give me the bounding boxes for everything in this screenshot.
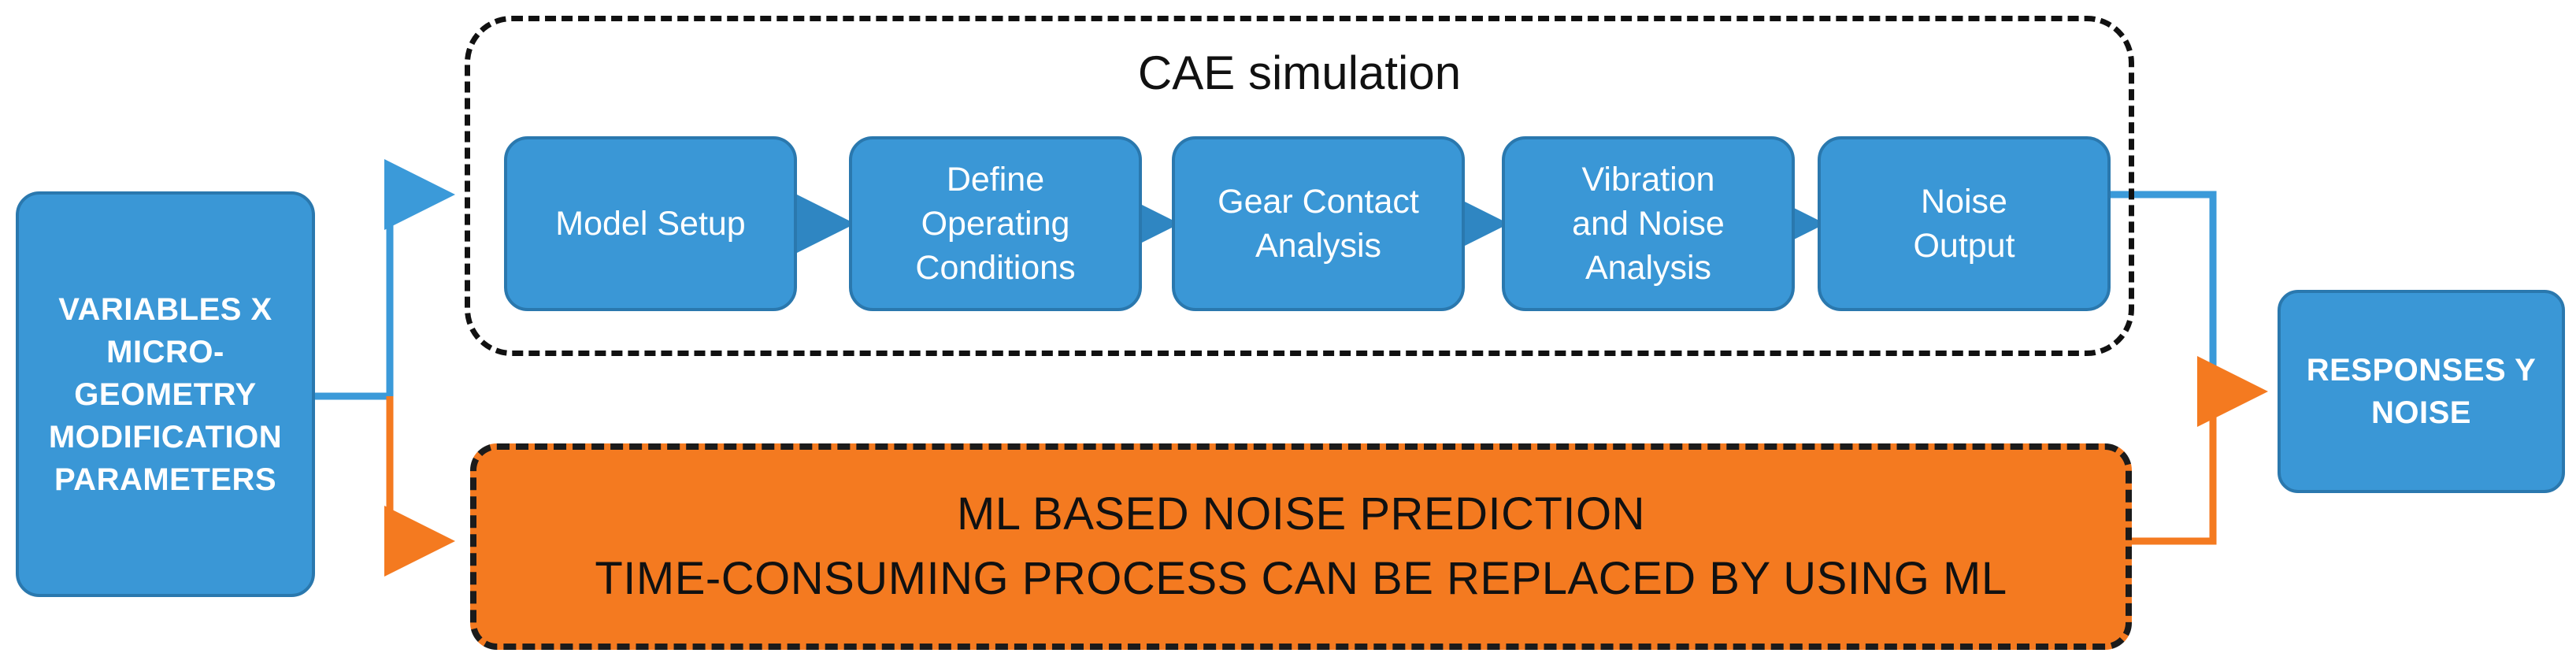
step-label: Output <box>1913 227 2015 265</box>
step-label: Define <box>946 161 1045 198</box>
ml-label: TIME-CONSUMING PROCESS CAN BE REPLACED B… <box>595 553 2007 604</box>
input-line: MICRO- <box>106 334 224 369</box>
connector-input-to-ml <box>384 396 455 577</box>
ml-noise-prediction-box: ML BASED NOISE PREDICTION TIME-CONSUMING… <box>470 443 2132 650</box>
step-label: Conditions <box>915 249 1076 287</box>
step-noise-output: Noise Output <box>1818 136 2111 311</box>
step-label: Model Setup <box>555 205 746 243</box>
input-line: VARIABLES X <box>58 291 272 327</box>
input-line: PARAMETERS <box>54 462 277 497</box>
step-label: Analysis <box>1585 249 1712 287</box>
step-model-setup: Model Setup <box>504 136 797 311</box>
step-label: and Noise <box>1572 205 1725 243</box>
cae-simulation-title: CAE simulation <box>1137 46 1462 99</box>
connector-input-to-cae <box>315 159 455 400</box>
connector-ml-to-output <box>2132 356 2268 545</box>
step-label: Noise <box>1921 183 2007 221</box>
input-variables-box: VARIABLES X MICRO- GEOMETRY MODIFICATION… <box>16 191 315 597</box>
output-line: RESPONSES Y <box>2306 353 2537 388</box>
cae-simulation-group <box>465 16 2134 356</box>
output-line: NOISE <box>2371 395 2471 430</box>
step-label: Analysis <box>1255 227 1382 265</box>
connector-cae-to-output <box>2111 191 2217 391</box>
step-gear-contact-analysis: Gear Contact Analysis <box>1172 136 1465 311</box>
step-vibration-noise-analysis: Vibration and Noise Analysis <box>1502 136 1795 311</box>
step-label: Operating <box>921 205 1070 243</box>
input-line: MODIFICATION <box>48 419 283 454</box>
step-label: Gear Contact <box>1218 183 1419 221</box>
input-line: GEOMETRY <box>74 377 257 412</box>
ml-label: ML BASED NOISE PREDICTION <box>956 488 1646 540</box>
step-label: Vibration <box>1581 161 1715 198</box>
step-define-operating-conditions: Define Operating Conditions <box>849 136 1142 311</box>
responses-output-box: RESPONSES Y NOISE <box>2278 290 2565 493</box>
